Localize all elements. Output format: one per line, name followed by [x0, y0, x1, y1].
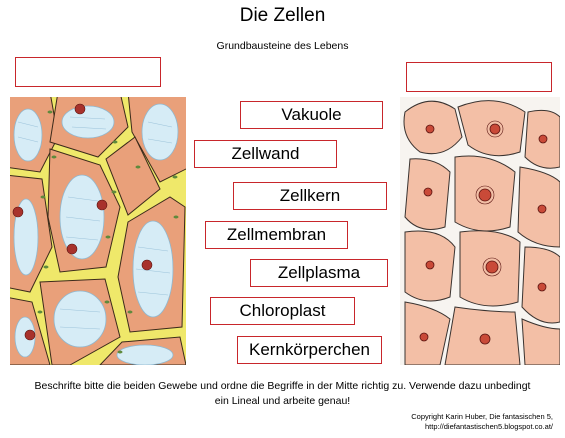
instruction-text: Beschrifte bitte die beiden Gewebe und o… — [10, 379, 555, 409]
animal-tissue-label-box[interactable] — [406, 62, 552, 92]
term-zellplasma[interactable]: Zellplasma — [250, 259, 388, 287]
term-zellmembran[interactable]: Zellmembran — [205, 221, 348, 249]
term-zellwand[interactable]: Zellwand — [194, 140, 337, 168]
animal-tissue-drawing — [400, 97, 560, 365]
copyright-url: http://diefantastischen5.blogspot.co.at/ — [424, 422, 553, 431]
copyright-notice: Copyright Karin Huber, Die fantasischen … — [411, 412, 553, 432]
plant-tissue-label-box[interactable] — [15, 57, 161, 87]
term-kernkoerperchen[interactable]: Kernkörperchen — [237, 336, 382, 364]
term-chloroplast[interactable]: Chloroplast — [210, 297, 355, 325]
term-zellkern[interactable]: Zellkern — [233, 182, 387, 210]
page-title: Die Zellen — [239, 5, 326, 26]
instruction-line-1: Beschrifte bitte die beiden Gewebe und o… — [34, 380, 531, 392]
plant-tissue-drawing — [10, 97, 186, 365]
page-subtitle: Grundbausteine des Lebens — [216, 40, 349, 52]
instruction-line-2: ein Lineal und arbeite genau! — [214, 395, 351, 407]
copyright-line-1: Copyright Karin Huber, Die fantasischen … — [411, 412, 553, 421]
term-vakuole[interactable]: Vakuole — [240, 101, 383, 129]
